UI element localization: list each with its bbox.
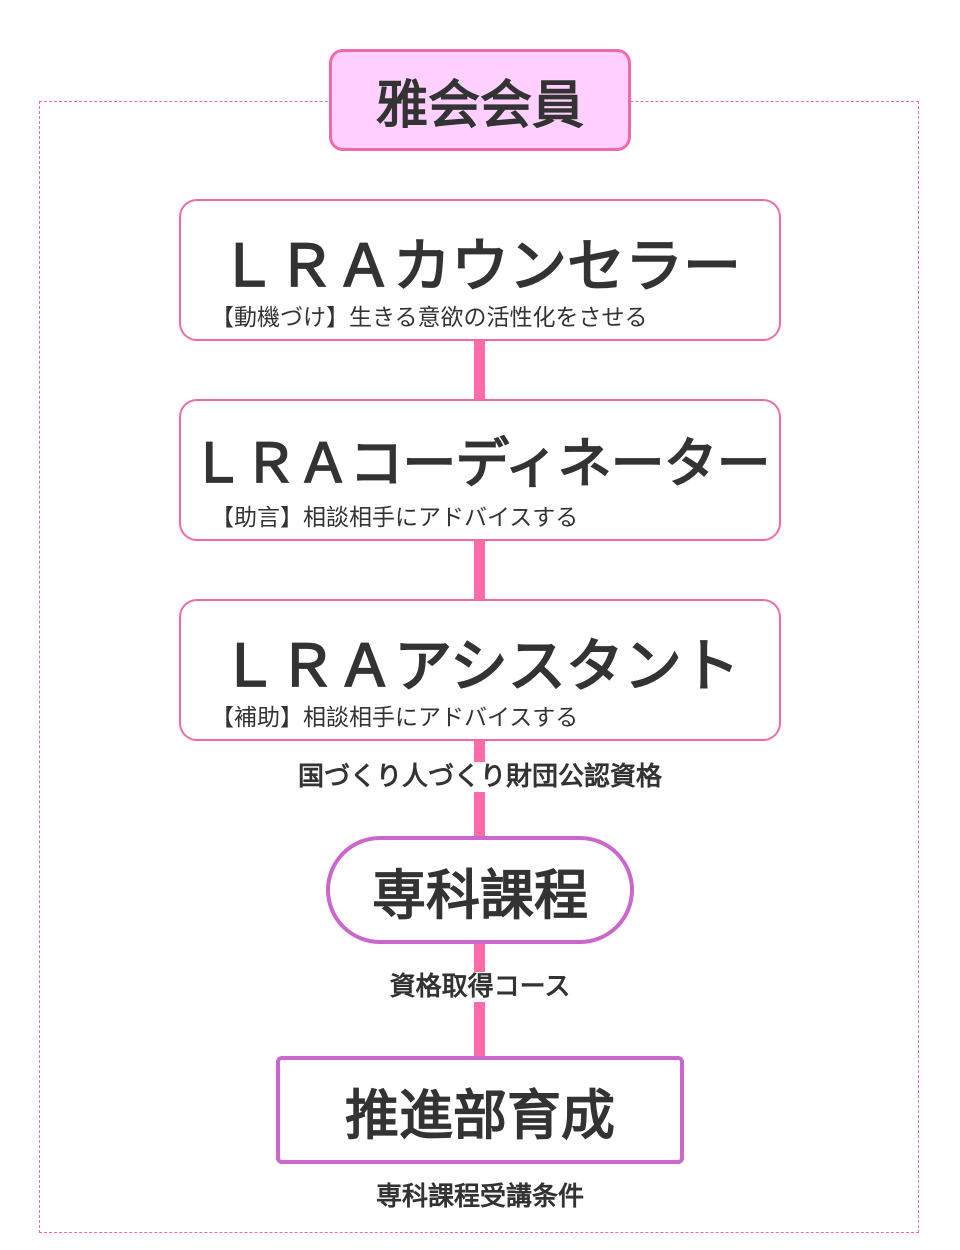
role-box-counselor: ＬＲＡカウンセラー 【動機づけ】生きる意欲の活性化をさせる xyxy=(179,199,781,341)
senka-box: 専科課程 xyxy=(326,836,634,944)
role-title-counselor: ＬＲＡカウンセラー xyxy=(218,232,741,300)
role-title-assistant: ＬＲＡアシスタント xyxy=(220,632,740,700)
certification-note-text: 国づくり人づくり財団公認資格 xyxy=(295,762,664,792)
connector-counselor-coordinator xyxy=(474,340,485,400)
role-box-coordinator: ＬＲＡコーディネーター 【助言】相談相手にアドバイスする xyxy=(179,399,781,541)
role-desc-coordinator: 【助言】相談相手にアドバイスする xyxy=(211,505,579,531)
suishin-label: 推進部育成 xyxy=(345,1083,615,1147)
suishin-box: 推進部育成 xyxy=(276,1056,684,1164)
connector-coordinator-assistant xyxy=(474,540,485,600)
senka-note-text: 資格取得コース xyxy=(387,972,573,1002)
role-desc-counselor: 【動機づけ】生きる意欲の活性化をさせる xyxy=(211,305,648,331)
certification-note: 国づくり人づくり財団公認資格 xyxy=(0,756,960,793)
member-label: 雅会会員 xyxy=(375,75,584,136)
member-box: 雅会会員 xyxy=(329,49,631,151)
suishin-note: 専科課程受講条件 xyxy=(0,1176,960,1213)
suishin-note-text: 専科課程受講条件 xyxy=(373,1182,586,1212)
role-desc-assistant: 【補助】相談相手にアドバイスする xyxy=(211,705,579,731)
senka-note: 資格取得コース xyxy=(0,966,960,1003)
senka-label: 専科課程 xyxy=(372,863,588,927)
role-title-coordinator: ＬＲＡコーディネーター xyxy=(190,432,770,495)
role-box-assistant: ＬＲＡアシスタント 【補助】相談相手にアドバイスする xyxy=(179,599,781,741)
